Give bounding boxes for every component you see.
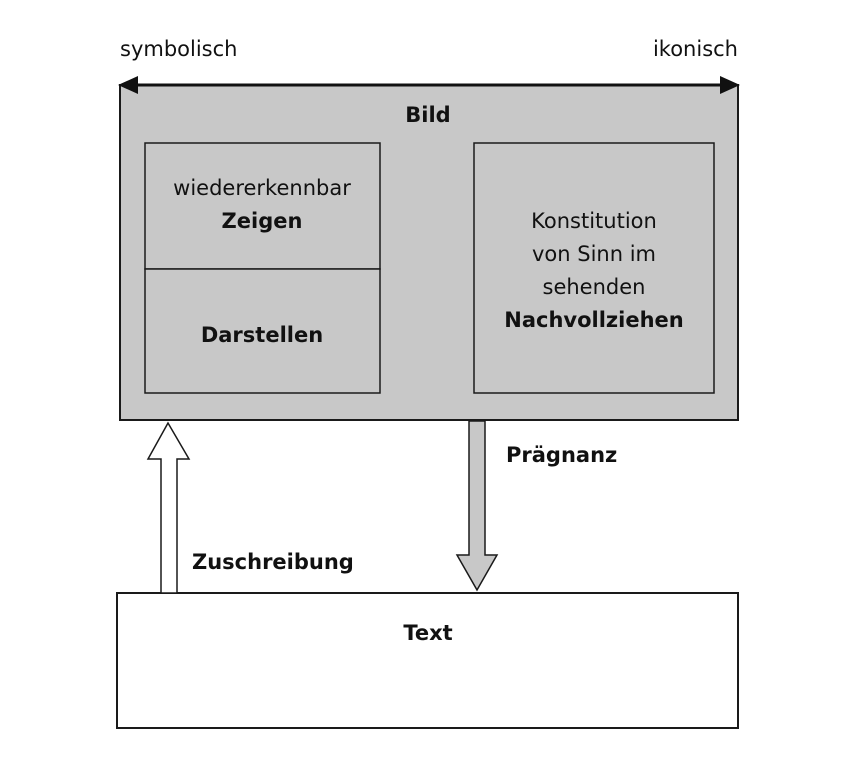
zuschreibung-arrow-icon [146,421,191,594]
praegnanz-arrow-icon [455,420,499,592]
text-box-title: Text [403,621,452,645]
axis-label-left: symbolisch [120,37,237,61]
text-box [116,592,739,729]
darstellen-box [144,268,381,394]
arrowhead-right-icon [720,76,740,94]
axis-label-right: ikonisch [653,37,738,61]
zeigen-box [144,142,381,270]
zeigen-line2: Zeigen [222,209,303,233]
zuschreibung-label: Zuschreibung [192,550,354,574]
nachvollziehen-line4: Nachvollziehen [504,308,683,332]
zeigen-line1: wiedererkennbar [173,176,351,200]
arrowhead-left-icon [118,76,138,94]
symbolic-iconic-axis [118,76,740,94]
praegnanz-label: Prägnanz [506,443,617,467]
nachvollziehen-line2: von Sinn im [532,242,656,266]
nachvollziehen-line1: Konstitution [531,209,657,233]
bild-title: Bild [405,103,450,127]
nachvollziehen-line3: sehenden [543,275,646,299]
darstellen-label: Darstellen [201,323,323,347]
nachvollziehen-box [473,142,715,394]
